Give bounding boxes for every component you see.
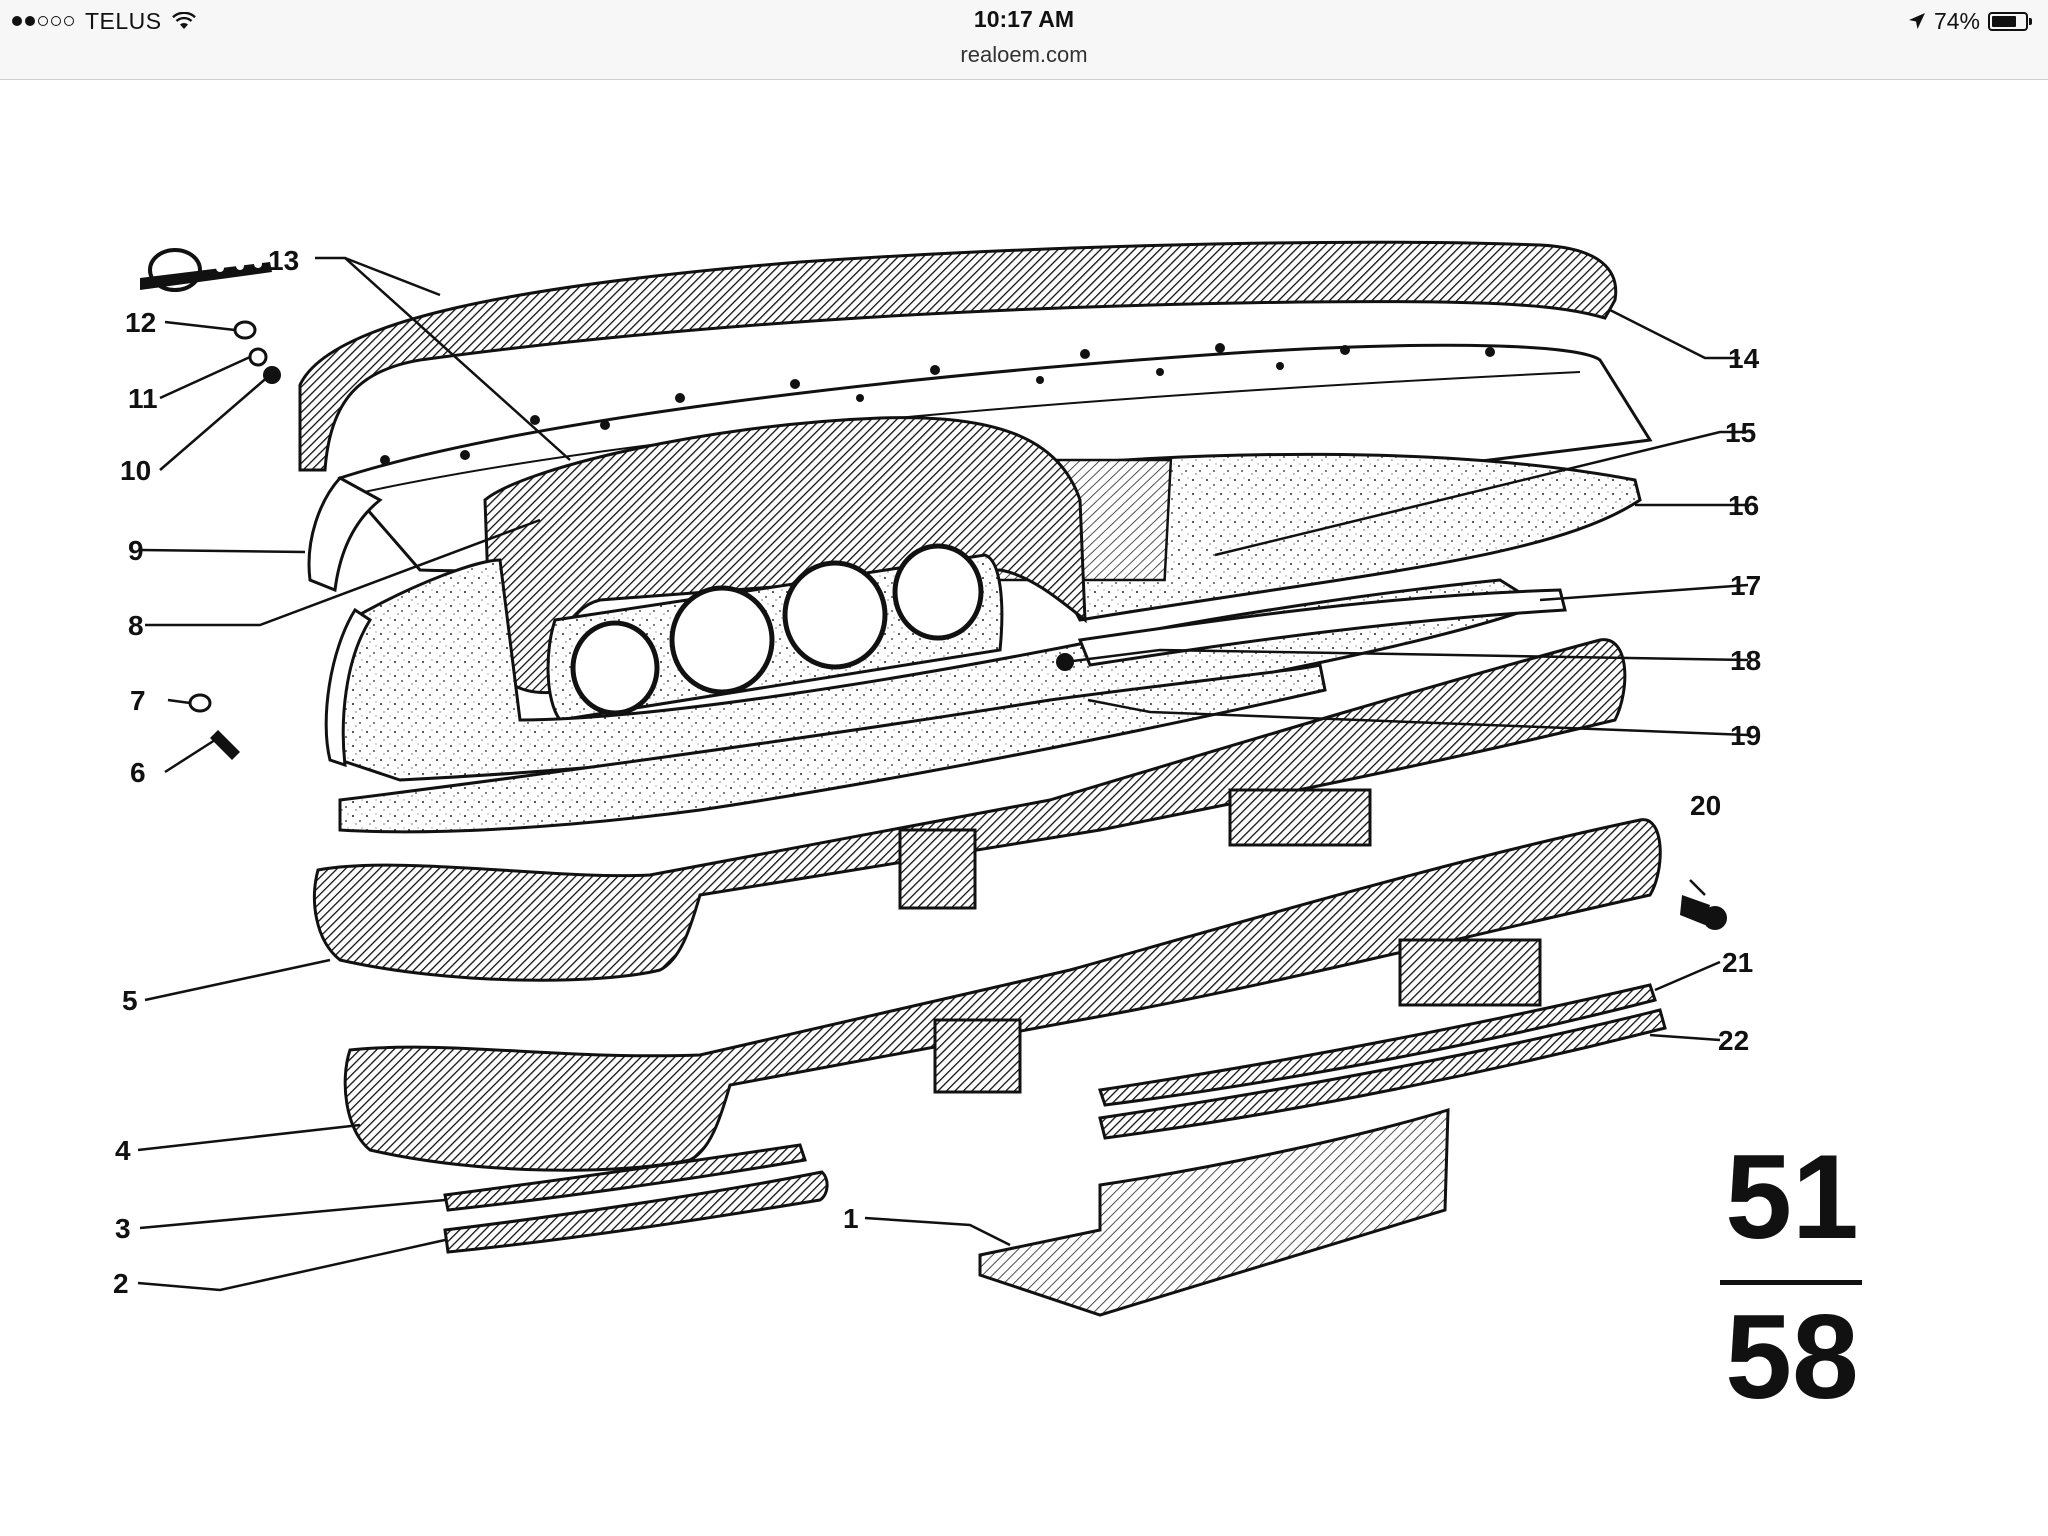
- location-arrow-icon: [1908, 13, 1925, 29]
- part-17-parcel-shelf: [1077, 588, 1567, 667]
- part-10-grommet: [263, 366, 281, 384]
- callout-10: 10: [120, 455, 151, 486]
- bumper-4-mount-left: [933, 1018, 1022, 1094]
- page-code: 51 58: [1720, 1130, 1862, 1424]
- status-right: 74%: [1908, 6, 2032, 36]
- callout-5: 5: [122, 985, 138, 1016]
- rivets: [380, 343, 1495, 465]
- callout-12: 12: [125, 307, 156, 338]
- part-21-strip: [1098, 983, 1657, 1107]
- part-13-clip: [140, 248, 272, 292]
- part-5-bumper: [312, 638, 1627, 982]
- part-11-washer: [248, 347, 268, 367]
- part-2-strip: [443, 1170, 829, 1254]
- callout-labels: 13 12 11 10 9 8 7 6 5 4 3 2 1 14 15 16 1…: [113, 245, 1761, 1299]
- part-9-end-cap: [307, 476, 383, 593]
- leader-lines: [137, 256, 1749, 1292]
- callout-11: 11: [128, 383, 158, 414]
- part-3-strip: [443, 1143, 807, 1212]
- kick-panel: [338, 663, 1327, 834]
- signal-strength-icon: [12, 16, 77, 26]
- part-4-bumper: [343, 818, 1662, 1172]
- part-7-nut: [188, 693, 212, 713]
- battery-percent: 74%: [1933, 7, 1980, 34]
- status-time: 10:17 AM: [973, 6, 1075, 32]
- part-22-strip: [1098, 1008, 1667, 1140]
- bumper-5-mount-left: [898, 828, 977, 910]
- callout-7: 7: [130, 685, 146, 716]
- bumper-5-mount-right: [1228, 788, 1372, 847]
- callout-13: 13: [268, 245, 299, 276]
- parts-diagram: 13 12 11 10 9 8 7 6 5 4 3 2 1 14 15 16 1…: [113, 240, 1862, 1424]
- part-20-bolt: [1680, 895, 1727, 930]
- callout-19: 19: [1730, 720, 1761, 751]
- page-code-bottom: 58: [1725, 1290, 1858, 1424]
- callout-14: 14: [1728, 343, 1760, 374]
- part-1-bracket: [978, 1107, 1450, 1317]
- wifi-icon: [171, 12, 196, 29]
- battery-icon: [1988, 11, 2032, 31]
- page-code-top: 51: [1725, 1130, 1858, 1264]
- part-14-crash-pad: [298, 240, 1618, 472]
- callout-21: 21: [1722, 947, 1753, 978]
- left-side-trim: [324, 607, 373, 768]
- battery-level-fill: [1992, 15, 2016, 27]
- callout-3: 3: [115, 1213, 131, 1244]
- callout-4: 4: [115, 1135, 131, 1166]
- callout-1: 1: [843, 1203, 859, 1234]
- callout-2: 2: [113, 1268, 129, 1299]
- callout-9: 9: [128, 535, 144, 566]
- bumper-4-mount-right: [1398, 938, 1542, 1007]
- callout-17: 17: [1730, 570, 1761, 601]
- callout-16: 16: [1728, 490, 1759, 521]
- part-12-nut: [233, 320, 257, 340]
- callout-18: 18: [1730, 645, 1761, 676]
- callout-6: 6: [130, 757, 146, 788]
- address-bar[interactable]: realoem.com: [960, 42, 1088, 67]
- instrument-panel-face: [546, 553, 1004, 722]
- status-left: TELUS: [12, 6, 196, 36]
- callout-15: 15: [1725, 417, 1756, 448]
- callout-8: 8: [128, 610, 144, 641]
- callout-20: 20: [1690, 790, 1721, 821]
- gauge-openings: [570, 543, 984, 716]
- callout-22: 22: [1718, 1025, 1749, 1056]
- page-code-divider: [1720, 1280, 1862, 1285]
- part-6-screw: [210, 730, 240, 760]
- carrier-name: TELUS: [85, 7, 162, 34]
- ios-status-bar: TELUS 10:17 AM 74% realoem.com: [0, 0, 2048, 80]
